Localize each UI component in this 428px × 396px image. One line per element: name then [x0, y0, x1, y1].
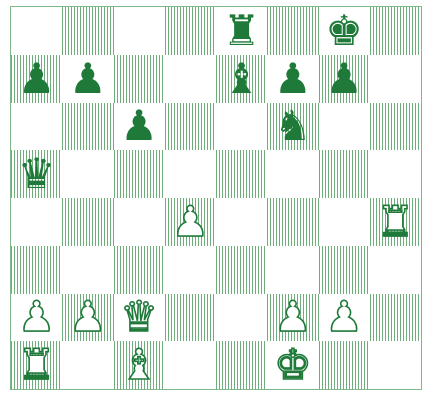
square-f6[interactable]: ♞ [267, 103, 318, 151]
square-d2[interactable] [165, 294, 216, 342]
square-f4[interactable] [267, 198, 318, 246]
square-g7[interactable]: ♟ [319, 55, 370, 103]
square-d7[interactable] [165, 55, 216, 103]
square-f1[interactable]: ♚ [267, 341, 318, 389]
square-g1[interactable] [319, 341, 370, 389]
white-rook-icon[interactable]: ♜ [18, 344, 56, 386]
black-queen-icon[interactable]: ♛ [18, 153, 56, 195]
square-f8[interactable] [267, 7, 318, 55]
square-e1[interactable] [216, 341, 267, 389]
square-d5[interactable] [165, 150, 216, 198]
square-f7[interactable]: ♟ [267, 55, 318, 103]
square-b6[interactable] [62, 103, 113, 151]
square-a5[interactable]: ♛ [11, 150, 62, 198]
square-b2[interactable]: ♟ [62, 294, 113, 342]
square-f5[interactable] [267, 150, 318, 198]
square-e6[interactable] [216, 103, 267, 151]
square-b5[interactable] [62, 150, 113, 198]
square-a2[interactable]: ♟ [11, 294, 62, 342]
square-c2[interactable]: ♛ [114, 294, 165, 342]
square-g6[interactable] [319, 103, 370, 151]
square-b7[interactable]: ♟ [62, 55, 113, 103]
black-pawn-icon[interactable]: ♟ [18, 58, 56, 100]
square-f3[interactable] [267, 246, 318, 294]
white-pawn-icon[interactable]: ♟ [325, 296, 363, 338]
square-d6[interactable] [165, 103, 216, 151]
square-b8[interactable] [62, 7, 113, 55]
square-h3[interactable] [370, 246, 421, 294]
square-e5[interactable] [216, 150, 267, 198]
black-pawn-icon[interactable]: ♟ [120, 105, 158, 147]
square-e3[interactable] [216, 246, 267, 294]
black-rook-icon[interactable]: ♜ [223, 10, 261, 52]
black-pawn-icon[interactable]: ♟ [274, 58, 312, 100]
square-h1[interactable] [370, 341, 421, 389]
square-d4[interactable]: ♟ [165, 198, 216, 246]
square-d1[interactable] [165, 341, 216, 389]
square-b1[interactable] [62, 341, 113, 389]
white-pawn-icon[interactable]: ♟ [18, 296, 56, 338]
white-pawn-icon[interactable]: ♟ [274, 296, 312, 338]
chess-board[interactable]: ♜ ♚ ♟ ♟ ♝ ♟ ♟ ♟ ♞ ♛ ♟ ♜ ♟ ♟ ♛ ♟ ♟ ♜ ♝ ♚ [10, 6, 422, 390]
square-d8[interactable] [165, 7, 216, 55]
square-c7[interactable] [114, 55, 165, 103]
black-knight-icon[interactable]: ♞ [274, 105, 312, 147]
white-pawn-icon[interactable]: ♟ [172, 201, 210, 243]
black-pawn-icon[interactable]: ♟ [69, 58, 107, 100]
square-e4[interactable] [216, 198, 267, 246]
square-g8[interactable]: ♚ [319, 7, 370, 55]
square-c3[interactable] [114, 246, 165, 294]
square-a1[interactable]: ♜ [11, 341, 62, 389]
square-c8[interactable] [114, 7, 165, 55]
square-g4[interactable] [319, 198, 370, 246]
square-h6[interactable] [370, 103, 421, 151]
square-h2[interactable] [370, 294, 421, 342]
square-a8[interactable] [11, 7, 62, 55]
square-a3[interactable] [11, 246, 62, 294]
square-d3[interactable] [165, 246, 216, 294]
black-king-icon[interactable]: ♚ [325, 10, 363, 52]
white-bishop-icon[interactable]: ♝ [120, 344, 158, 386]
square-h7[interactable] [370, 55, 421, 103]
white-queen-icon[interactable]: ♛ [120, 296, 158, 338]
black-pawn-icon[interactable]: ♟ [325, 58, 363, 100]
square-g3[interactable] [319, 246, 370, 294]
square-e2[interactable] [216, 294, 267, 342]
square-b4[interactable] [62, 198, 113, 246]
square-g2[interactable]: ♟ [319, 294, 370, 342]
square-a4[interactable] [11, 198, 62, 246]
square-c1[interactable]: ♝ [114, 341, 165, 389]
square-c6[interactable]: ♟ [114, 103, 165, 151]
white-king-icon[interactable]: ♚ [274, 344, 312, 386]
square-h5[interactable] [370, 150, 421, 198]
square-a7[interactable]: ♟ [11, 55, 62, 103]
square-a6[interactable] [11, 103, 62, 151]
square-b3[interactable] [62, 246, 113, 294]
square-h4[interactable]: ♜ [370, 198, 421, 246]
white-pawn-icon[interactable]: ♟ [69, 296, 107, 338]
square-h8[interactable] [370, 7, 421, 55]
square-e7[interactable]: ♝ [216, 55, 267, 103]
white-rook-icon[interactable]: ♜ [377, 201, 415, 243]
black-bishop-icon[interactable]: ♝ [223, 58, 261, 100]
square-c4[interactable] [114, 198, 165, 246]
square-f2[interactable]: ♟ [267, 294, 318, 342]
square-c5[interactable] [114, 150, 165, 198]
square-g5[interactable] [319, 150, 370, 198]
square-e8[interactable]: ♜ [216, 7, 267, 55]
